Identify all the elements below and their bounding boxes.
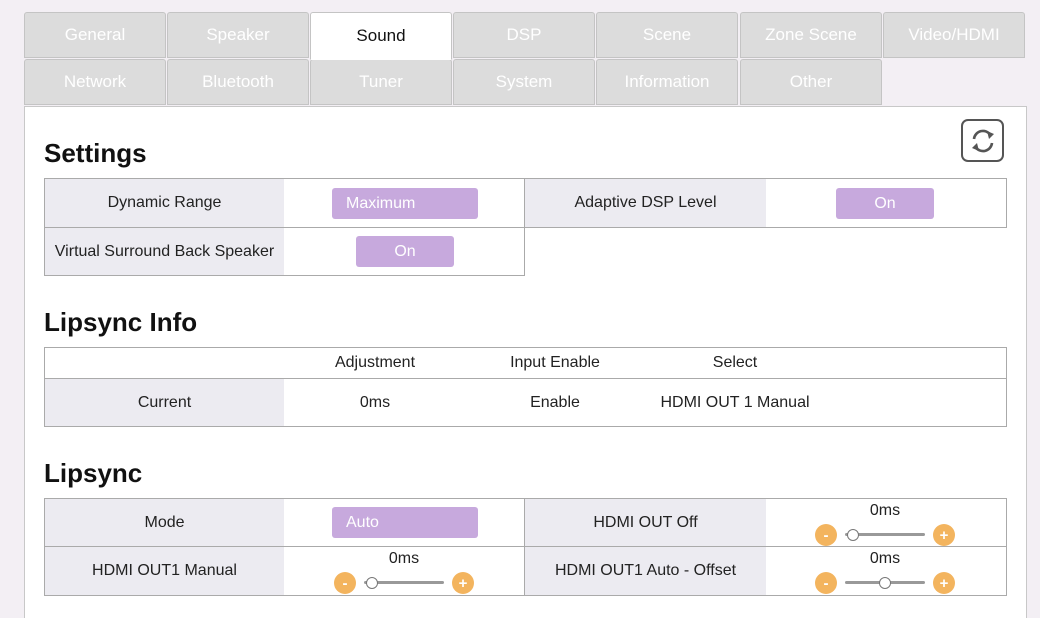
virtual-surround-back-toggle[interactable]: On <box>356 236 454 267</box>
hdmi-out1-auto-offset-thumb[interactable] <box>879 577 891 589</box>
mode-select[interactable]: Auto <box>332 507 478 538</box>
hdmi-out1-manual-label: HDMI OUT1 Manual <box>45 547 284 595</box>
adaptive-dsp-level-toggle[interactable]: On <box>836 188 934 219</box>
virtual-surround-back-label: Virtual Surround Back Speaker <box>45 228 284 275</box>
tab-dsp[interactable]: DSP <box>453 12 595 58</box>
divider <box>524 499 525 595</box>
tab-tuner[interactable]: Tuner <box>310 59 452 105</box>
lipsync-title: Lipsync <box>44 458 143 488</box>
hdmi-out-off-decrement-button[interactable]: - <box>815 524 837 546</box>
tab-zone-scene[interactable]: Zone Scene <box>740 12 882 58</box>
tab-sound[interactable]: Sound <box>310 12 452 60</box>
refresh-icon <box>971 129 994 152</box>
adaptive-dsp-level-label: Adaptive DSP Level <box>525 179 766 227</box>
hdmi-out-off-slider: 0ms - + <box>815 498 955 554</box>
refresh-button[interactable] <box>961 119 1004 162</box>
hdmi-out-off-thumb[interactable] <box>847 529 859 541</box>
hdmi-out1-auto-offset-increment-button[interactable]: + <box>933 572 955 594</box>
hdmi-out1-manual-thumb[interactable] <box>366 577 378 589</box>
divider <box>524 179 525 227</box>
hdmi-out1-manual-track[interactable] <box>364 581 444 584</box>
hdmi-out-off-increment-button[interactable]: + <box>933 524 955 546</box>
current-input-enable: Enable <box>530 393 580 411</box>
current-select: HDMI OUT 1 Manual <box>660 393 810 411</box>
tab-network[interactable]: Network <box>24 59 166 105</box>
current-row-label: Current <box>45 379 284 426</box>
hdmi-out1-auto-offset-value: 0ms <box>869 550 901 567</box>
hdmi-out1-manual-increment-button[interactable]: + <box>452 572 474 594</box>
hdmi-out1-manual-slider: 0ms - + <box>334 546 474 602</box>
divider <box>45 378 1006 379</box>
hdmi-out1-auto-offset-decrement-button[interactable]: - <box>815 572 837 594</box>
dynamic-range-select[interactable]: Maximum <box>332 188 478 219</box>
tab-speaker[interactable]: Speaker <box>167 12 309 58</box>
tab-video-hdmi[interactable]: Video/HDMI <box>883 12 1025 58</box>
hdmi-out-off-label: HDMI OUT Off <box>525 499 766 546</box>
hdmi-out1-auto-offset-label: HDMI OUT1 Auto - Offset <box>525 547 766 595</box>
divider <box>45 546 1006 547</box>
lipsync-info-title: Lipsync Info <box>44 307 198 337</box>
hdmi-out-off-track[interactable] <box>845 533 925 536</box>
hdmi-out-off-value: 0ms <box>869 502 901 519</box>
hdmi-out1-manual-value: 0ms <box>388 550 420 567</box>
header-select: Select <box>712 354 758 371</box>
header-input-enable: Input Enable <box>510 354 600 371</box>
tab-bluetooth[interactable]: Bluetooth <box>167 59 309 105</box>
tab-system[interactable]: System <box>453 59 595 105</box>
mode-label: Mode <box>45 499 284 546</box>
hdmi-out1-manual-decrement-button[interactable]: - <box>334 572 356 594</box>
tab-general[interactable]: General <box>24 12 166 58</box>
hdmi-out1-auto-offset-slider: 0ms - + <box>815 546 955 602</box>
tab-other[interactable]: Other <box>740 59 882 105</box>
tab-scene[interactable]: Scene <box>596 12 738 58</box>
current-adjustment: 0ms <box>359 393 391 411</box>
tab-information[interactable]: Information <box>596 59 738 105</box>
header-adjustment: Adjustment <box>334 354 416 371</box>
settings-title: Settings <box>44 138 147 168</box>
dynamic-range-label: Dynamic Range <box>45 179 284 227</box>
